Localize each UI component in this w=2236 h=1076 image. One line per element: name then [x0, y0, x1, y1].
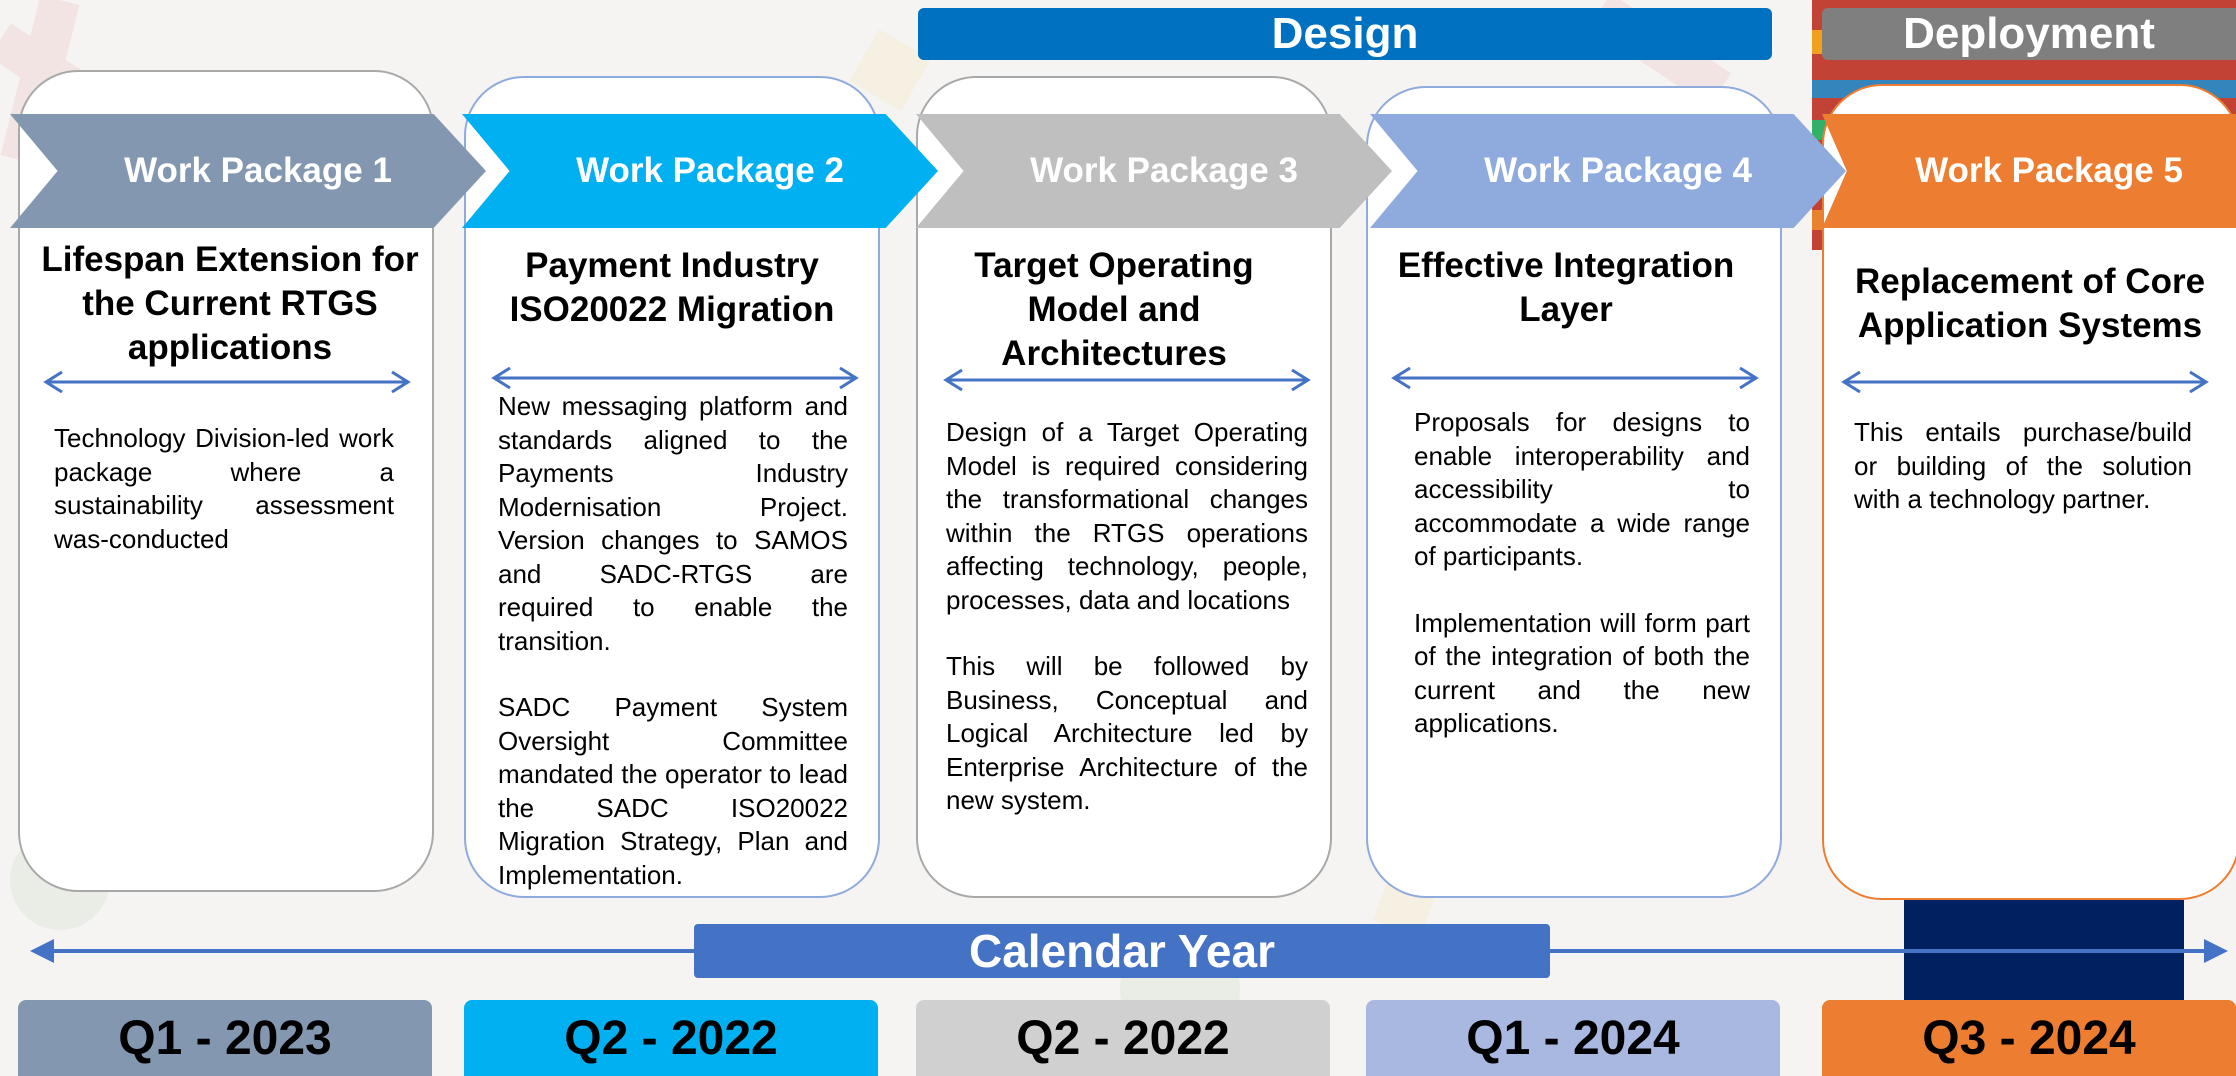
work-package-chevron-3: Work Package 3 [916, 114, 1392, 228]
calendar-year-bar: Calendar Year [694, 924, 1550, 978]
work-package-5-paragraph: This entails purchase/build or building … [1854, 417, 2192, 514]
quarter-2: Q2 - 2022 [464, 1000, 878, 1076]
quarter-1: Q1 - 2023 [18, 1000, 432, 1076]
divider-arrow-3 [943, 368, 1311, 392]
work-package-body-1: Technology Division-led work package whe… [54, 422, 394, 589]
work-package-label-1: Work Package 1 [124, 151, 392, 190]
work-package-body-3: Design of a Target Operating Model is re… [946, 416, 1308, 851]
work-package-4-paragraph-1: Proposals for designs to enable interope… [1414, 407, 1750, 571]
work-package-title-1: Lifespan Extension for the Current RTGS … [41, 240, 419, 367]
work-package-title-5: Replacement of Core Application Systems [1854, 262, 2206, 345]
work-package-title-3: Target Operating Model and Architectures [974, 246, 1254, 373]
work-package-label-4: Work Package 4 [1484, 151, 1752, 190]
work-package-chevron-5: Work Package 5 [1822, 114, 2236, 228]
deployment-phase-label: Deployment [1903, 9, 2155, 58]
quarter-5: Q3 - 2024 [1822, 1000, 2236, 1076]
divider-arrow-5 [1841, 370, 2209, 394]
deployment-phase-bar: Deployment [1822, 8, 2236, 60]
design-phase-label: Design [1271, 9, 1419, 58]
work-package-body-5: This entails purchase/build or building … [1854, 416, 2192, 550]
work-package-4-paragraph-2: Implementation will form part of the int… [1414, 607, 1750, 739]
divider-arrow-2 [491, 366, 859, 390]
work-package-chevron-4: Work Package 4 [1370, 114, 1846, 228]
divider-arrow-4 [1391, 366, 1759, 390]
work-package-1-paragraph: Technology Division-led work package whe… [54, 423, 394, 554]
work-package-label-5: Work Package 5 [1915, 151, 2183, 190]
work-package-body-2: New messaging platform and standards ali… [498, 390, 848, 925]
work-package-3-paragraph-1: Design of a Target Operating Model is re… [946, 417, 1308, 615]
work-package-2-paragraph-1: New messaging platform and standards ali… [498, 391, 848, 656]
work-package-2-paragraph-2: SADC Payment System Oversight Committee … [498, 692, 848, 890]
work-package-3-paragraph-2: This will be followed by Business, Conce… [946, 651, 1308, 815]
divider-arrow-1 [43, 370, 411, 394]
work-package-chevron-2: Work Package 2 [462, 114, 938, 228]
work-package-title-2: Payment Industry ISO20022 Migration [509, 246, 835, 329]
quarter-4: Q1 - 2024 [1366, 1000, 1780, 1076]
calendar-year-label: Calendar Year [968, 925, 1275, 977]
work-package-label-2: Work Package 2 [576, 151, 844, 190]
work-package-chevron-1: Work Package 1 [10, 114, 486, 228]
work-package-title-4: Effective Integration Layer [1397, 246, 1735, 329]
work-package-label-3: Work Package 3 [1030, 151, 1298, 190]
work-package-body-4: Proposals for designs to enable interope… [1414, 406, 1750, 774]
design-phase-bar: Design [918, 8, 1772, 60]
quarter-3: Q2 - 2022 [916, 1000, 1330, 1076]
